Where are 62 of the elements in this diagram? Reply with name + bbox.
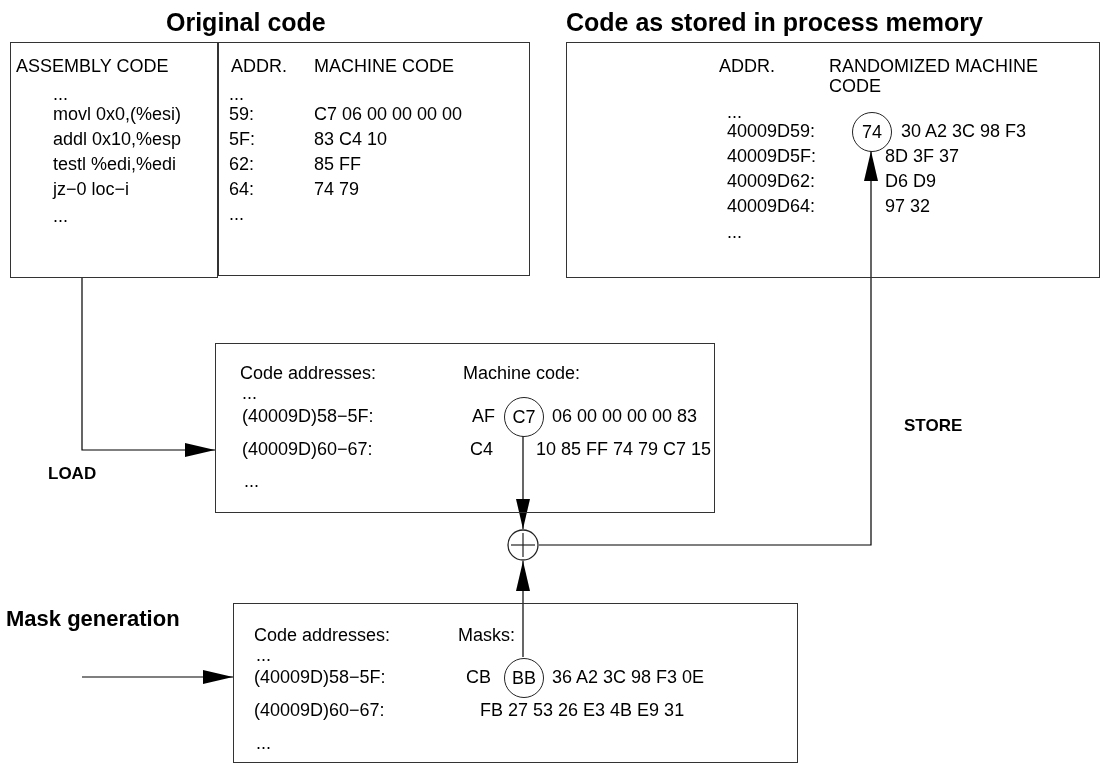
section-title: Original code <box>166 8 326 37</box>
code-line: addl 0x10,%esp <box>53 130 182 150</box>
column-heading: ADDR. <box>719 57 775 77</box>
code-table-panel <box>566 42 1100 278</box>
ellipsis: ... <box>727 223 742 243</box>
code-table-panel <box>218 42 530 276</box>
hex-bytes: CB <box>466 668 491 688</box>
address-text: 40009D5F: <box>727 147 817 167</box>
address-text: (40009D)58−5F: <box>242 407 374 427</box>
ellipsis: ... <box>242 384 257 404</box>
ellipsis: ... <box>53 85 68 105</box>
address-text: 59: <box>229 105 255 125</box>
hex-bytes: 06 00 00 00 00 83 <box>552 407 698 427</box>
ellipsis: ... <box>229 85 244 105</box>
hex-bytes: 10 85 FF 74 79 C7 15 <box>536 440 712 460</box>
arrow <box>516 560 530 658</box>
ellipsis: ... <box>229 205 244 225</box>
address-text: (40009D)60−67: <box>242 440 373 460</box>
address-text: (40009D)58−5F: <box>254 668 386 688</box>
hex-bytes: C7 06 00 00 00 00 <box>314 105 463 125</box>
column-heading: MACHINE CODE <box>314 57 454 77</box>
code-line: movl 0x0,(%esi) <box>53 105 182 125</box>
code-table-panel <box>215 343 715 513</box>
hex-bytes: 83 C4 10 <box>314 130 388 150</box>
hex-bytes: AF <box>472 407 495 427</box>
address-text: (40009D)60−67: <box>254 701 385 721</box>
ellipsis: ... <box>256 646 271 666</box>
column-heading: ASSEMBLY CODE <box>16 57 169 77</box>
address-text: 62: <box>229 155 255 175</box>
column-heading: ADDR. <box>231 57 287 77</box>
ellipsis: ... <box>256 734 271 754</box>
ellipsis: ... <box>53 207 68 227</box>
arrow <box>81 277 216 457</box>
column-heading: RANDOMIZED MACHINE CODE <box>829 57 1039 97</box>
hex-bytes: D6 D9 <box>885 172 937 192</box>
hex-bytes: 30 A2 3C 98 F3 <box>901 122 1027 142</box>
code-line: testl %edi,%edi <box>53 155 177 175</box>
hex-bytes: 36 A2 3C 98 F3 0E <box>552 668 705 688</box>
address-text: 64: <box>229 180 255 200</box>
address-text: 5F: <box>229 130 255 150</box>
hex-bytes: 85 FF <box>314 155 361 175</box>
section-title: Code as stored in process memory <box>566 8 983 37</box>
address-text: 40009D64: <box>727 197 816 217</box>
hex-bytes: FB 27 53 26 E3 4B E9 31 <box>480 701 685 721</box>
column-heading: Machine code: <box>463 364 581 384</box>
hex-bytes: 97 32 <box>885 197 931 217</box>
address-text: 40009D59: <box>727 122 816 142</box>
xor-symbol <box>507 529 539 561</box>
arrow <box>516 435 530 530</box>
column-heading: Code addresses: <box>240 364 377 384</box>
code-line: jz−0 loc−i <box>53 180 130 200</box>
column-heading: Masks: <box>458 626 515 646</box>
column-heading: Code addresses: <box>254 626 391 646</box>
code-table-panel <box>233 603 798 763</box>
hex-bytes: 74 79 <box>314 180 360 200</box>
code-table-panel <box>10 42 218 278</box>
ellipsis: ... <box>244 472 259 492</box>
hex-bytes: C4 <box>470 440 493 460</box>
arrow <box>538 150 878 546</box>
ellipsis: ... <box>727 103 742 123</box>
arrow <box>81 670 234 684</box>
address-text: 40009D62: <box>727 172 816 192</box>
